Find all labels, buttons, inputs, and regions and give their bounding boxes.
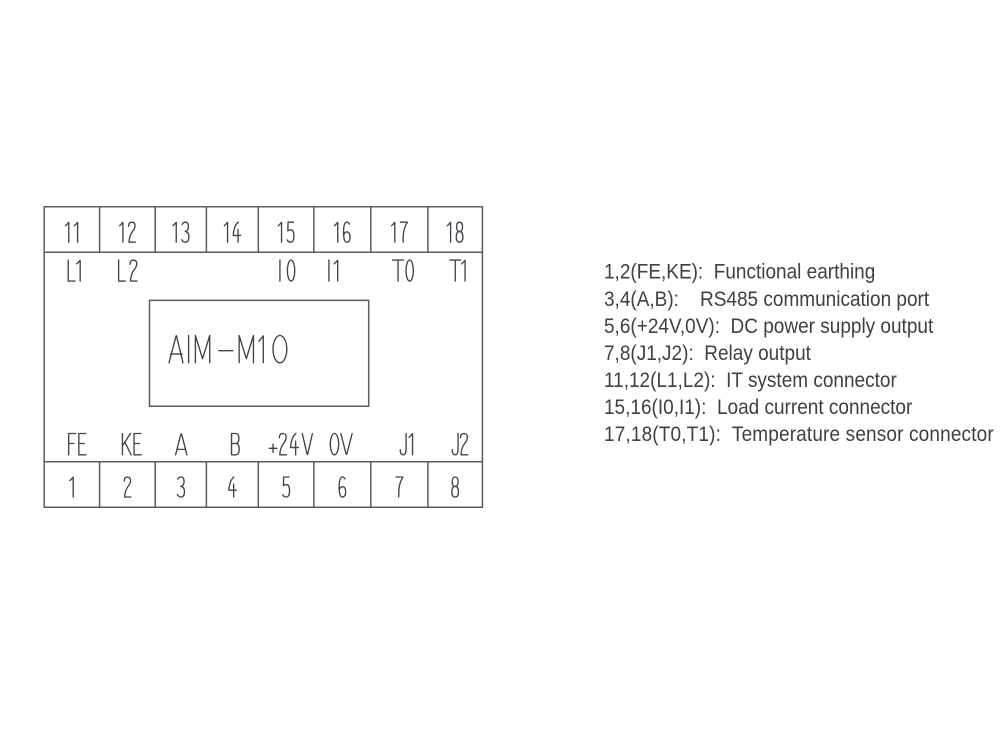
svg-text:15,16(I0,I1): Load current co: 15,16(I0,I1): Load current connector: [604, 396, 913, 419]
svg-text:17,18(T0,T1): Temperature sen: 17,18(T0,T1): Temperature sensor connect…: [604, 423, 994, 446]
svg-text:3,4(A,B): RS485 communicati: 3,4(A,B): RS485 communication port: [604, 288, 930, 311]
svg-text:7,8(J1,J2): Relay output: 7,8(J1,J2): Relay output: [604, 342, 811, 365]
svg-text:1,2(FE,KE): Functional earthi: 1,2(FE,KE): Functional earthing: [604, 261, 875, 284]
svg-text:5,6(+24V,0V): DC power supply: 5,6(+24V,0V): DC power supply output: [604, 315, 934, 338]
svg-text:11,12(L1,L2): IT system conne: 11,12(L1,L2): IT system connector: [604, 369, 897, 392]
